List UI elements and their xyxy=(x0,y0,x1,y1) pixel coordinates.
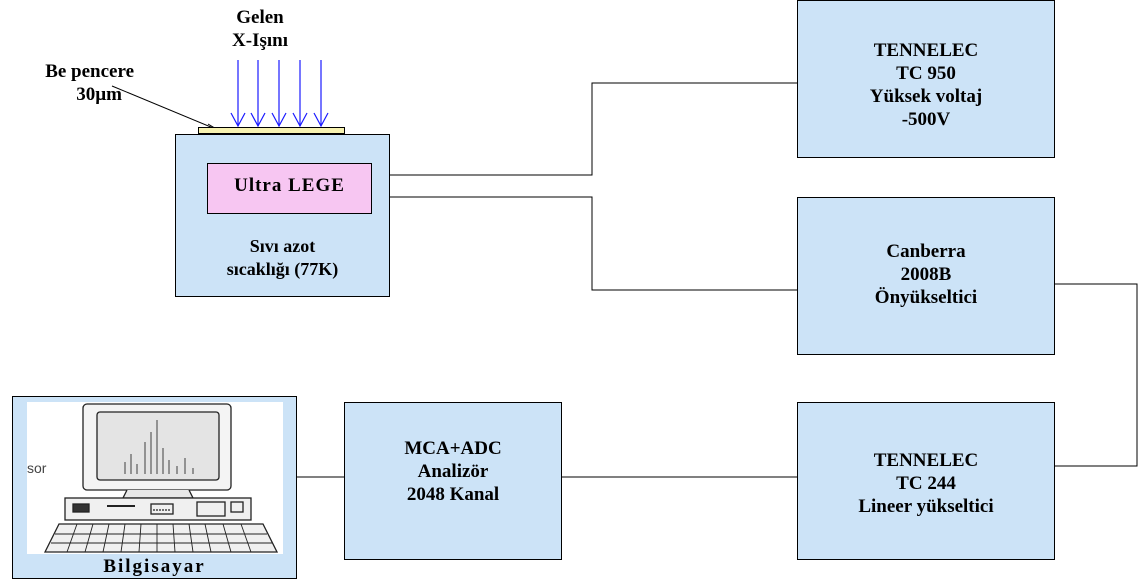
preamplifier-box: Canberra 2008B Önyükseltici xyxy=(797,197,1055,355)
arrow-down-icon xyxy=(231,60,245,126)
linear-amplifier-box: TENNELEC TC 244 Lineer yükseltici xyxy=(797,402,1055,560)
mca-line2: Analizör xyxy=(345,460,561,483)
preamp-line2: 2008B xyxy=(798,263,1054,286)
incoming-xray-line2: X-Işını xyxy=(200,29,320,52)
high-voltage-label: TENNELEC TC 950 Yüksek voltaj -500V xyxy=(798,39,1054,131)
wire-detector-to-preamp xyxy=(371,197,797,290)
amp-line3: Lineer yükseltici xyxy=(798,495,1054,518)
arrow-down-icon xyxy=(251,60,265,126)
incoming-xray-line1: Gelen xyxy=(200,6,320,29)
high-voltage-box: TENNELEC TC 950 Yüksek voltaj -500V xyxy=(797,0,1055,158)
mca-box: MCA+ADC Analizör 2048 Kanal xyxy=(344,402,562,560)
arrow-down-icon xyxy=(314,60,328,126)
wire-preamp-to-amp xyxy=(1055,284,1137,466)
hv-line2: TC 950 xyxy=(798,62,1054,85)
computer-box: sor xyxy=(12,396,297,579)
detector-box: Ultra LEGE xyxy=(207,163,372,214)
hv-line1: TENNELEC xyxy=(798,39,1054,62)
amp-line1: TENNELEC xyxy=(798,449,1054,472)
cryostat-line2: sıcaklığı (77K) xyxy=(176,258,389,281)
detector-label: Ultra LEGE xyxy=(208,174,371,197)
computer-icon xyxy=(27,402,283,554)
cryostat-label: Sıvı azot sıcaklığı (77K) xyxy=(176,235,389,281)
cryostat-box: Ultra LEGE Sıvı azot sıcaklığı (77K) xyxy=(175,134,390,297)
mca-label: MCA+ADC Analizör 2048 Kanal xyxy=(345,437,561,506)
xray-arrows xyxy=(231,60,328,126)
computer-image-panel: sor xyxy=(27,402,283,554)
arrow-down-icon xyxy=(272,60,286,126)
mca-line1: MCA+ADC xyxy=(345,437,561,460)
preamp-line3: Önyükseltici xyxy=(798,286,1054,309)
hv-line4: -500V xyxy=(798,108,1054,131)
preamplifier-label: Canberra 2008B Önyükseltici xyxy=(798,240,1054,309)
be-window xyxy=(198,127,345,134)
computer-label: Bilgisayar xyxy=(13,555,296,578)
incoming-xray-label: Gelen X-Işını xyxy=(200,6,320,52)
wire-detector-to-hv xyxy=(371,83,797,175)
preamp-line1: Canberra xyxy=(798,240,1054,263)
linear-amplifier-label: TENNELEC TC 244 Lineer yükseltici xyxy=(798,449,1054,518)
hv-line3: Yüksek voltaj xyxy=(798,85,1054,108)
be-window-line1: Be pencere xyxy=(4,60,134,83)
be-window-label: Be pencere 30µm xyxy=(4,60,134,106)
mca-line3: 2048 Kanal xyxy=(345,483,561,506)
be-window-line2: 30µm xyxy=(4,83,134,106)
amp-line2: TC 244 xyxy=(798,472,1054,495)
cryostat-line1: Sıvı azot xyxy=(176,235,389,258)
arrow-down-icon xyxy=(293,60,307,126)
